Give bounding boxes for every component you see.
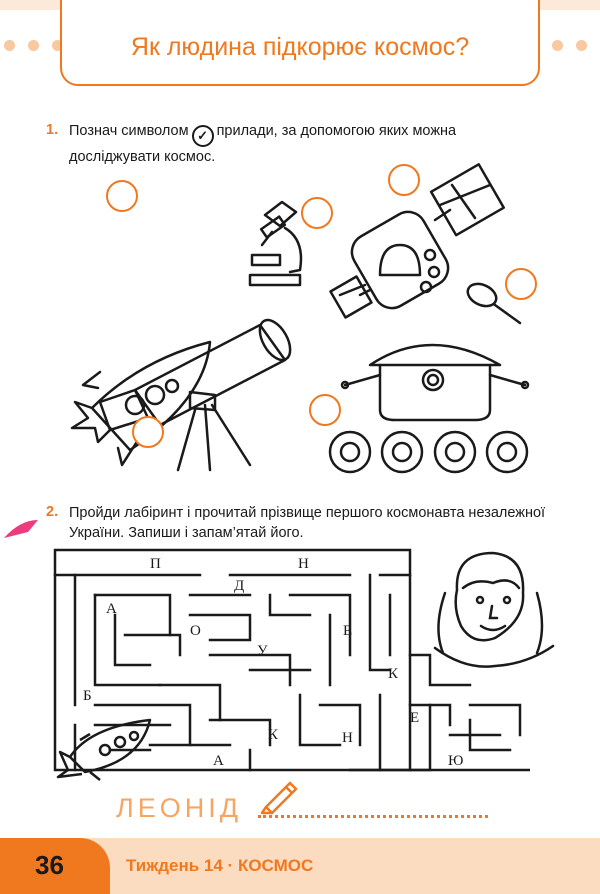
- pencil-icon: [260, 781, 298, 815]
- maze-rocket-icon: [56, 718, 152, 781]
- maze-letter: А: [106, 601, 117, 617]
- microscope-icon: [248, 200, 303, 287]
- title-frame: [60, 0, 540, 86]
- telescope-icon: [98, 318, 292, 472]
- task1-illustrations: [70, 163, 530, 474]
- answer-line[interactable]: [258, 815, 488, 818]
- maze-letter: П: [150, 556, 161, 572]
- task2-instruction: Пройди лабіринт і прочитай прізвище перш…: [69, 505, 546, 541]
- footer-caption: Тиждень 14 · КОСМОС: [126, 856, 314, 875]
- task1-instruction: Познач символом✓прилади, за допомогою як…: [69, 123, 457, 165]
- maze-letter: Н: [298, 556, 309, 572]
- cosmonaut-portrait: [433, 551, 555, 668]
- maze-letter: О: [190, 623, 201, 639]
- maze[interactable]: П Н Д А О Е У К Б Е К Н А Ю: [50, 545, 530, 775]
- answer-circle-microscope[interactable]: [301, 197, 333, 229]
- magnifying-glass-icon: [466, 282, 522, 325]
- maze-letter: Ю: [448, 753, 463, 769]
- lunar-rover-icon: [328, 343, 530, 474]
- answer-circle-telescope[interactable]: [132, 416, 164, 448]
- decor-dots-left: [4, 40, 63, 51]
- task2-number: 2.: [46, 504, 59, 520]
- maze-letter: Д: [234, 578, 244, 594]
- answer-circle-magnifier[interactable]: [505, 268, 537, 300]
- maze-letter: А: [213, 753, 224, 769]
- page-title: Як людина підкорює космос?: [130, 33, 470, 61]
- answer-circle-satellite[interactable]: [388, 164, 420, 196]
- task1-number: 1.: [46, 122, 59, 138]
- answer-text: ЛЕОНІД: [116, 793, 243, 823]
- maze-letters: П Н Д А О Е У К Б Е К Н А Ю: [83, 556, 463, 769]
- answer-circle-rocket[interactable]: [106, 180, 138, 212]
- maze-letter: Е: [410, 710, 419, 726]
- maze-letter: К: [268, 727, 279, 743]
- answer-circle-rover[interactable]: [309, 394, 341, 426]
- check-mark-icon: ✓: [191, 125, 214, 147]
- maze-letter: К: [388, 666, 399, 682]
- maze-letter: Е: [343, 623, 352, 639]
- pointer-arrow-icon: [4, 520, 38, 538]
- satellite-icon: [329, 163, 505, 319]
- maze-letter: Н: [342, 730, 353, 746]
- page-number: 36: [35, 850, 64, 880]
- page-number-tab: [0, 838, 110, 894]
- maze-letter: У: [257, 643, 268, 659]
- maze-letter: Б: [83, 688, 92, 704]
